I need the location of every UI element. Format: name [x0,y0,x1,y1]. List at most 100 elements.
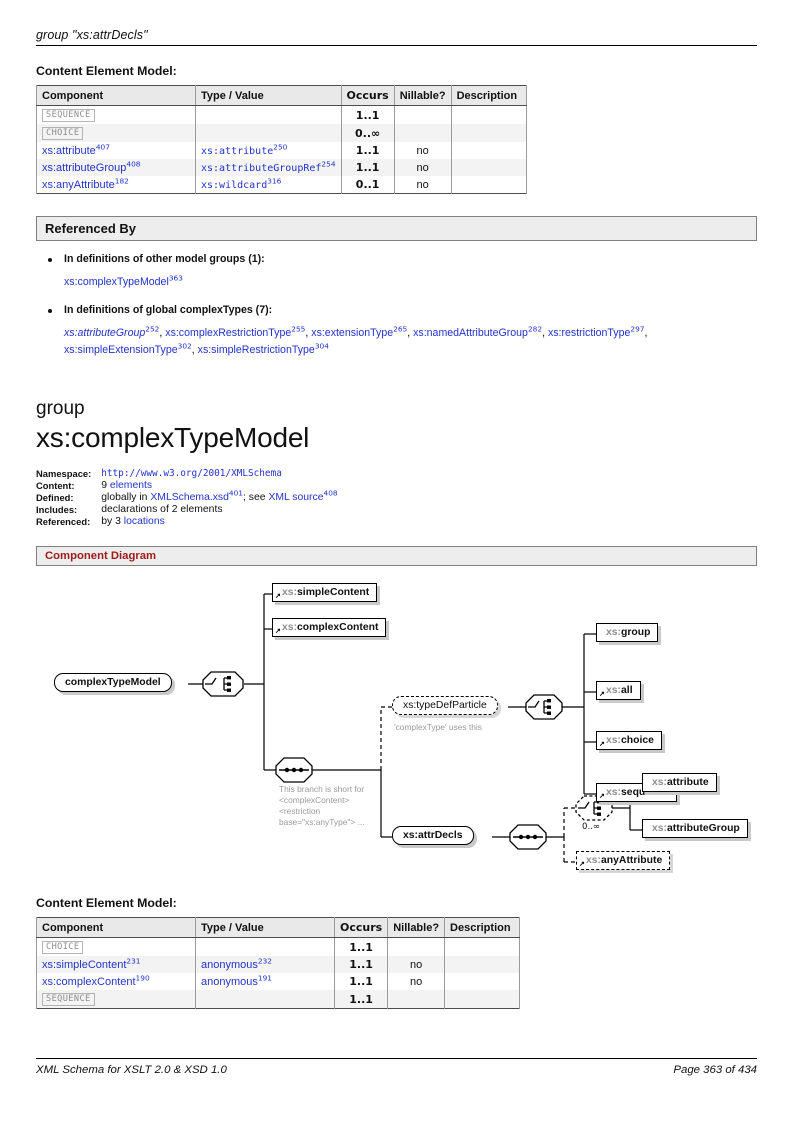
arrow-icon: ↗ [275,593,281,601]
cell-occurs: 1..1 [333,990,389,1009]
component-link[interactable]: xs:attributeGroup [42,161,127,174]
keyword-badge: SEQUENCE [42,109,95,122]
reference-link-sup: 304 [314,341,329,351]
cell-description [450,124,527,142]
reference-link[interactable]: xs:simpleExtensionType [64,343,178,356]
cell-component[interactable]: xs:complexContent190 [36,973,196,991]
meta-key-referenced: Referenced: [36,516,91,528]
cell-nillable: no [387,956,446,974]
group-metadata-table: Namespace: http://www.w3.org/2001/XMLSch… [36,468,338,528]
component-diagram-band: Component Diagram [36,546,757,567]
running-head: group "xs:attrDecls" [36,28,757,46]
meta-value-referenced: by 3 locations [101,516,337,528]
cell-type-value[interactable]: xs:attributeGroupRef254 [195,158,342,176]
col-occurs: Occurs [333,917,389,939]
reference-link[interactable]: xs:namedAttributeGroup [413,327,528,340]
node-prefix: xs: [282,622,298,634]
diagram-node-typeDefParticle[interactable]: xs:typeDefParticle [392,696,498,716]
xml-source-link[interactable]: XML source [268,492,324,504]
cell-occurs: 0..∞ [340,124,395,142]
cell-type-value[interactable]: anonymous191 [195,973,335,991]
cell-type-value [195,990,335,1009]
type-link[interactable]: anonymous [201,958,258,971]
reference-link-sup: 265 [393,324,408,334]
arrow-icon: ↗ [275,628,281,636]
reference-link-sup: 302 [177,341,192,351]
reference-link[interactable]: xs:complexRestrictionType [165,327,292,340]
type-link-sup: 254 [321,158,336,168]
col-component: Component [36,917,196,939]
locations-link[interactable]: locations [123,516,165,528]
cell-type-value[interactable]: xs:wildcard316 [195,175,342,194]
component-link[interactable]: xs:anyAttribute [42,178,115,191]
diagram-node-attributeGroup[interactable]: xs:attributeGroup [642,819,748,839]
xmlschema-xsd-link-sup: 401 [228,488,244,498]
component-link-sup: 408 [126,158,141,168]
cell-component[interactable]: xs:attribute407 [36,141,196,159]
content-count: 9 [101,480,110,492]
namespace-uri[interactable]: http://www.w3.org/2001/XMLSchema [101,468,282,480]
content-element-model-caption-bottom: Content Element Model: [36,896,177,911]
diagram-node-attrDecls[interactable]: xs:attrDecls [392,826,474,846]
cell-type-value[interactable]: anonymous232 [195,956,335,974]
xmlschema-xsd-link[interactable]: XMLSchema.xsd [150,492,229,504]
cell-nillable: no [393,176,452,194]
cell-type-value[interactable]: xs:attribute250 [195,142,342,159]
cell-component[interactable]: xs:attributeGroup408 [36,158,196,176]
type-link[interactable]: xs:attribute [201,145,274,157]
cell-component[interactable]: xs:simpleContent231 [36,956,196,974]
cell-component[interactable]: xs:anyAttribute182 [36,176,196,194]
elements-link[interactable]: elements [109,480,153,492]
typeDefParticle-note: 'complexType' uses this [394,722,482,733]
diagram-node-group[interactable]: xs:group [596,623,659,643]
referenced-by-items: xs:attributeGroup252, xs:complexRestrict… [64,324,648,356]
component-link[interactable]: xs:simpleContent [42,958,127,971]
meta-key-includes: Includes: [36,504,78,516]
keyword-badge: SEQUENCE [42,993,95,1007]
node-prefix: xs: [606,627,622,639]
col-type-value: Type / Value [195,917,335,939]
diagram-node-all[interactable]: ↗xs:all [596,681,641,701]
reference-link[interactable]: xs:extensionType [311,327,394,340]
node-prefix: xs: [606,685,622,697]
component-link-sup: 407 [95,141,110,151]
cell-component: SEQUENCE [36,990,196,1009]
meta-row-referenced: Referenced: by 3 locations [36,516,338,528]
reference-link[interactable]: xs:attributeGroup [64,327,146,340]
cell-occurs: 1..1 [340,159,395,176]
type-link-sup: 191 [257,973,272,983]
reference-link[interactable]: xs:complexTypeModel [64,276,169,288]
diagram-root-node[interactable]: complexTypeModel [54,673,172,693]
reference-link-sup: 282 [527,324,543,334]
branch-note: This branch is short for <complexContent… [279,784,365,828]
defined-prefix: globally in [101,492,151,504]
referenced-by-items: xs:complexTypeModel363 [64,274,757,290]
component-link[interactable]: xs:attribute [42,144,96,157]
cell-description [450,159,527,176]
type-link[interactable]: anonymous [201,975,258,988]
reference-link[interactable]: xs:restrictionType [547,327,631,340]
diagram-node-choice[interactable]: ↗xs:choice [596,731,662,751]
col-component: Component [36,85,196,106]
diagram-node-simpleContent[interactable]: ↗xs:simpleContent [272,583,378,603]
component-link[interactable]: xs:complexContent [42,975,136,988]
diagram-node-anyAttribute[interactable]: ↗xs:anyAttribute [576,851,671,871]
defined-mid: ; see [243,492,269,504]
page-footer: Page 363 of 434 XML Schema for XSLT 2.0 … [36,1058,757,1076]
sequence-compositor-icon-2 [509,824,547,850]
diagram-node-attribute[interactable]: xs:attribute [642,773,717,793]
type-link-sup: 316 [267,175,282,185]
xml-source-link-sup: 408 [323,488,338,498]
cell-description [444,937,521,957]
type-link[interactable]: xs:attributeGroupRef [201,162,322,174]
type-link[interactable]: xs:wildcard [201,179,268,191]
arrow-icon: ↗ [579,861,585,869]
reference-link[interactable]: xs:simpleRestrictionType [197,343,315,356]
col-occurs: Occurs [340,85,395,106]
diagram-node-complexContent[interactable]: ↗xs:complexContent [272,618,387,638]
cell-description [444,956,521,974]
